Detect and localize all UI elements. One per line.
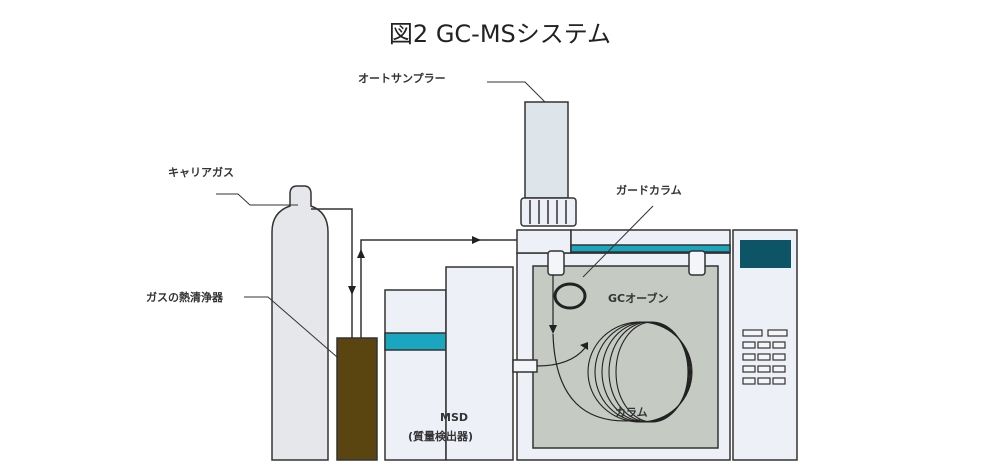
label-msd: MSD	[440, 411, 468, 424]
arrow-up-icon	[357, 249, 365, 258]
figure-title: 図2 GC-MSシステム	[388, 20, 612, 48]
label-carrier-gas: キャリアガス	[168, 165, 234, 179]
label-column: カラム	[615, 406, 648, 419]
arrow-down-icon	[348, 286, 356, 295]
label-msd-sub: (質量検出器)	[408, 429, 473, 443]
detector-clip	[688, 250, 706, 276]
leader-carrier-gas	[216, 193, 298, 206]
msd-unit	[384, 266, 514, 461]
label-guard-column: ガードカラム	[616, 183, 682, 197]
gc-control-panel	[732, 229, 798, 461]
gc-unit	[512, 229, 731, 461]
keypad	[742, 329, 788, 385]
arrow-right-icon	[472, 236, 481, 244]
label-gas-purifier: ガスの熱清浄器	[146, 290, 224, 304]
label-gc-oven: GCオーブン	[608, 291, 668, 305]
inlet-clip	[547, 250, 565, 276]
gas-line-out	[360, 239, 517, 338]
leader-guard-column	[582, 205, 654, 278]
gas-purifier	[336, 337, 378, 461]
msd-interface	[512, 359, 538, 373]
label-autosampler: オートサンプラー	[358, 71, 446, 85]
carrier-gas-cylinder	[271, 185, 329, 461]
display	[740, 240, 791, 268]
leader-autosampler	[487, 81, 546, 103]
leader-gas-purifier	[244, 296, 338, 358]
autosampler	[520, 101, 577, 227]
